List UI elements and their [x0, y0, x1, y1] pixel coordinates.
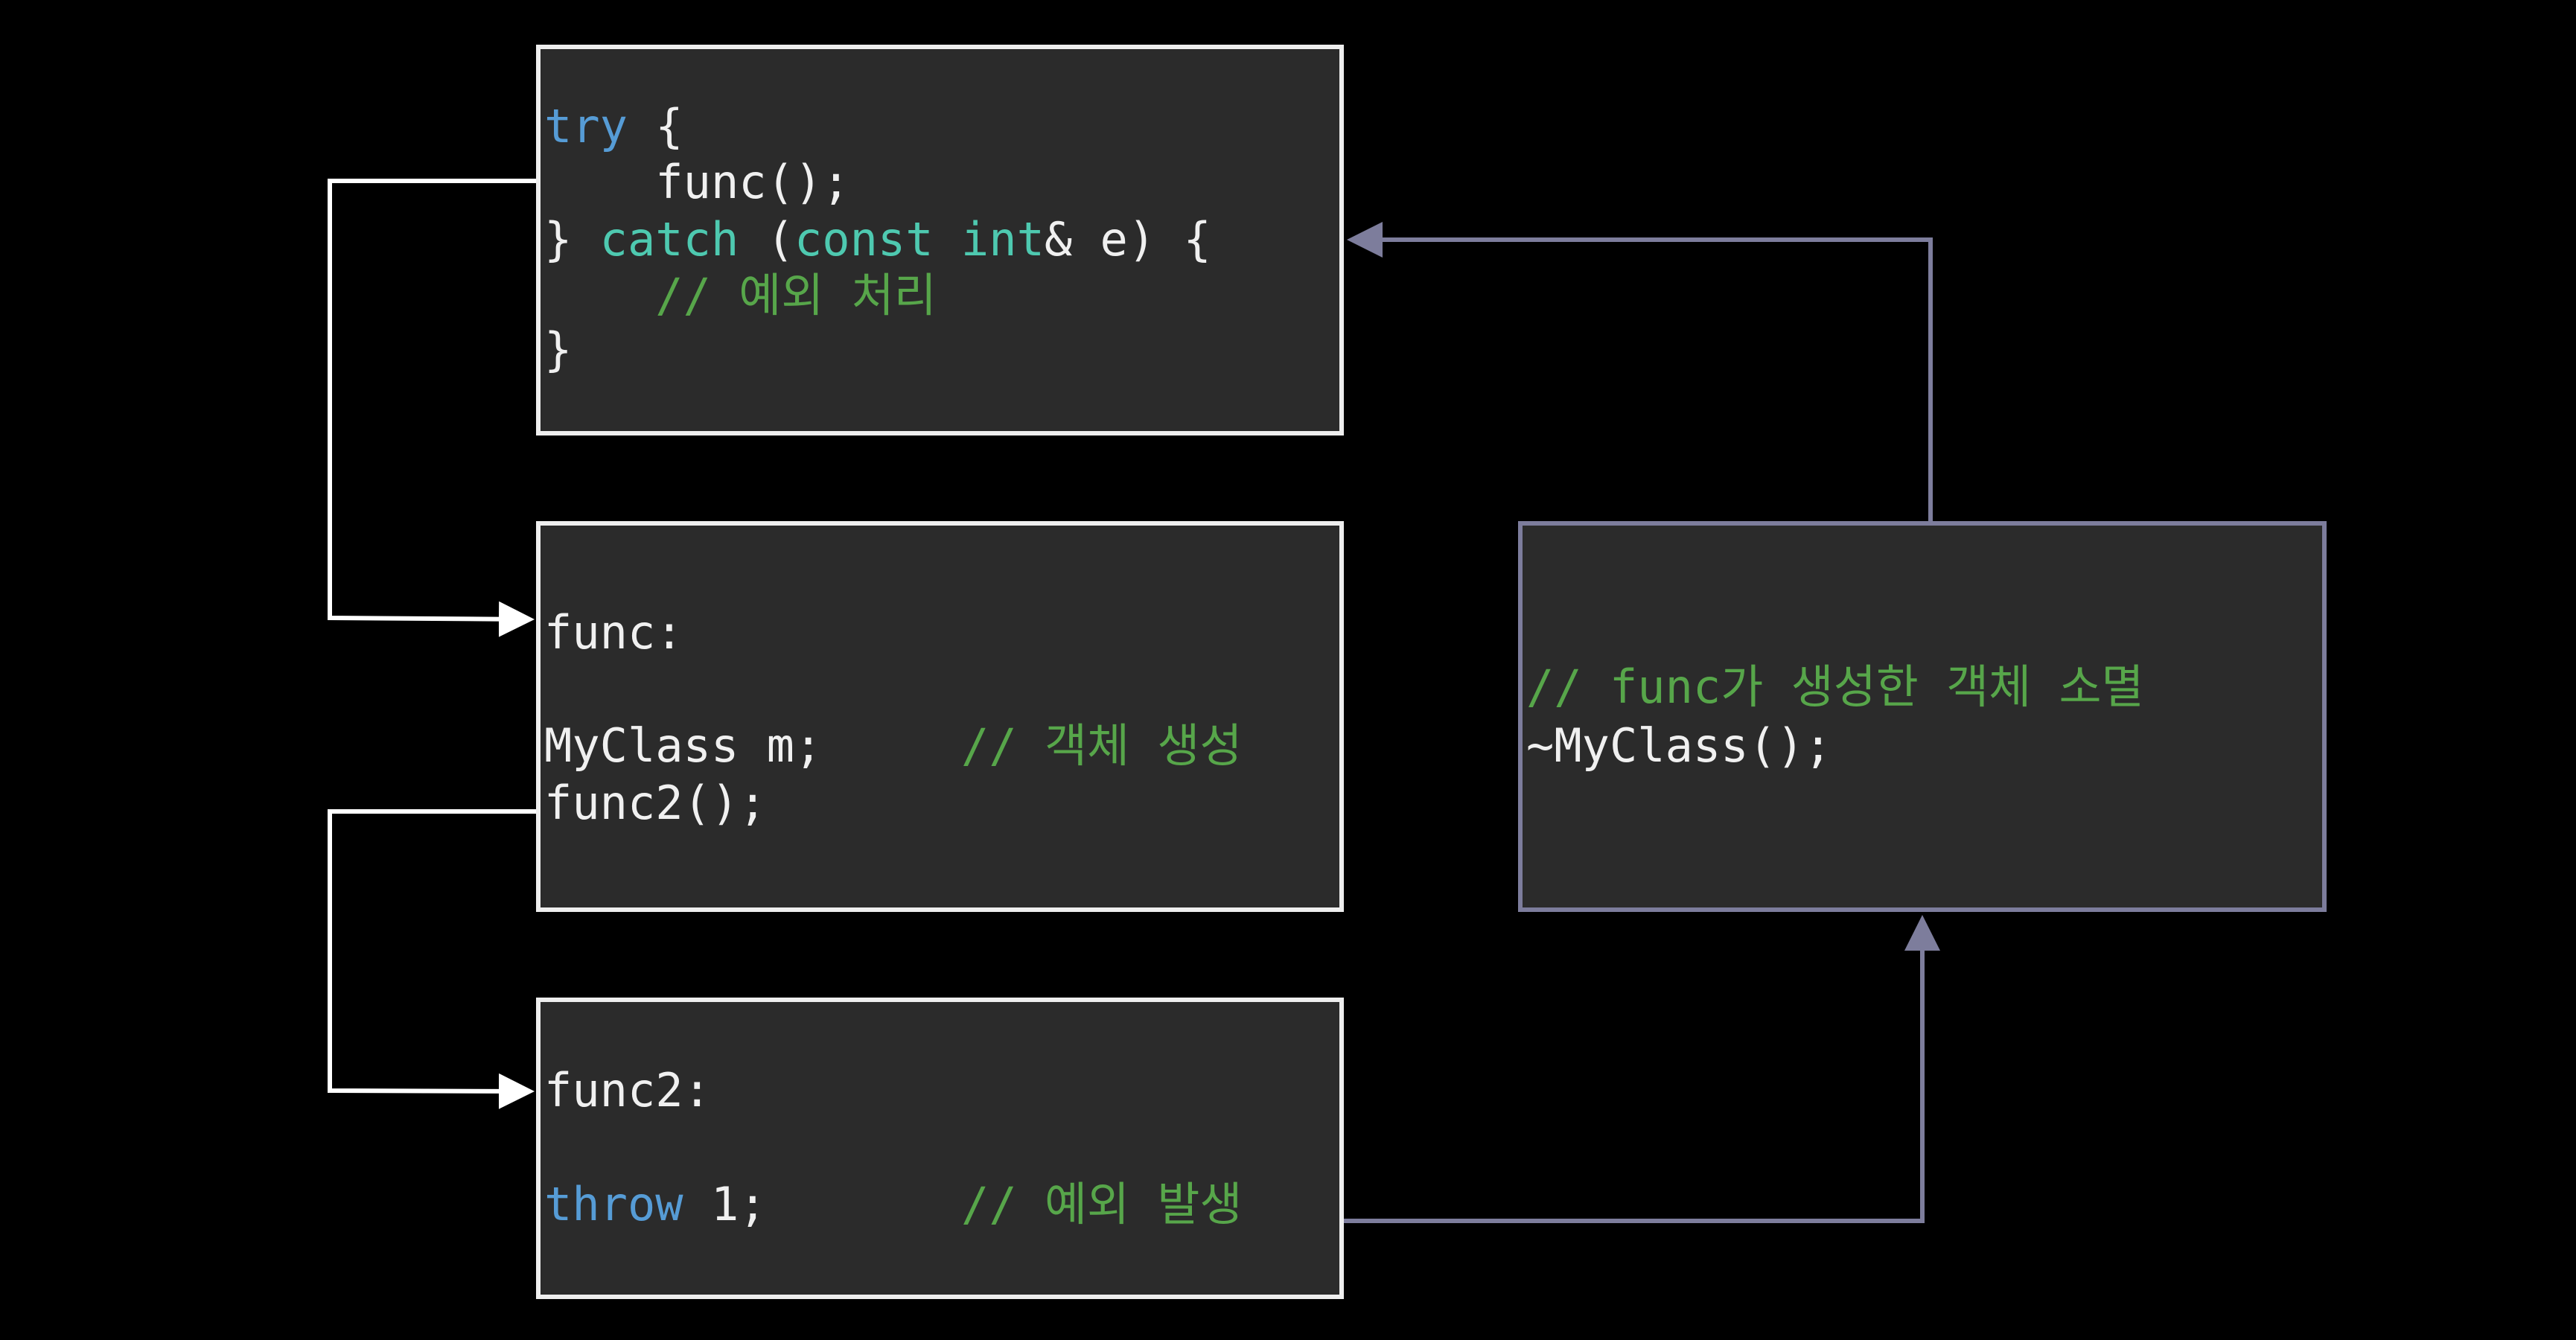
code-line-call-func: func(); [544, 155, 850, 209]
code-comment-destroy: // func가 생성한 객체 소멸 [1526, 660, 2144, 714]
code-line-destructor: ~MyClass(); [1526, 718, 1832, 773]
code-line-call-func2: func2(); [544, 776, 767, 830]
keyword-const: const [794, 212, 934, 267]
brace: { [627, 99, 683, 153]
code-line-throw: throw 1; [544, 1176, 767, 1233]
code-comment-handle: // 예외 처리 [544, 268, 937, 322]
paren: ( [739, 212, 794, 267]
throw-value: 1; [683, 1177, 767, 1231]
brace: } [544, 212, 600, 267]
space [934, 212, 961, 267]
code-line-catch: } catch (const int& e) { [544, 211, 1211, 268]
destructor-box [1518, 521, 2327, 912]
arrow-func-to-func2 [328, 809, 538, 1109]
keyword-try: try [544, 99, 628, 153]
func2-label: func2: [544, 1063, 711, 1117]
code-line-declare: MyClass m; [544, 718, 823, 773]
arrow-destructor-to-catch [1347, 222, 1933, 523]
code-line-end-brace: } [544, 322, 573, 377]
func-box [536, 521, 1344, 912]
arrow-try-to-func [328, 179, 538, 637]
keyword-int: int [960, 212, 1045, 267]
keyword-catch: catch [599, 212, 739, 267]
code-comment-throw: // 예외 발생 [961, 1177, 1243, 1231]
keyword-throw: throw [544, 1177, 683, 1231]
try-catch-box [536, 45, 1344, 436]
func2-box [536, 998, 1344, 1299]
code-comment-create: // 객체 생성 [961, 718, 1243, 773]
param: & e) { [1044, 212, 1211, 267]
arrow-throw-to-destructor [1342, 915, 1940, 1223]
func-label: func: [544, 605, 683, 660]
code-line-try: try { [544, 98, 683, 155]
